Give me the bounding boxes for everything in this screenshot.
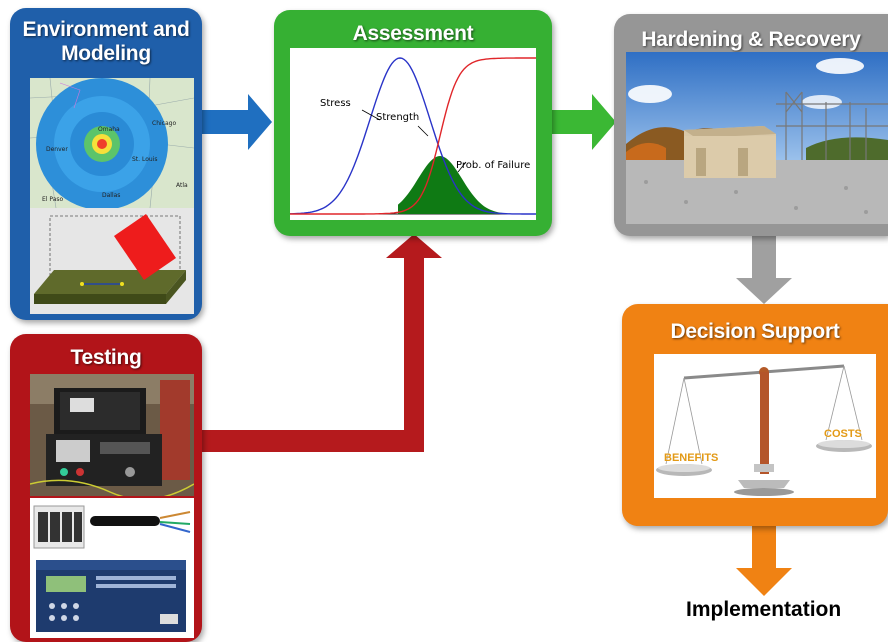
assessment-title: Assessment	[352, 22, 474, 45]
red-arrow	[196, 234, 442, 452]
emp-map	[30, 78, 194, 208]
testing-title: Testing	[70, 346, 142, 369]
substation-photo	[626, 52, 888, 224]
emp-map-panel: Omaha Chicago Denver St. Louis Atla El P…	[30, 78, 194, 208]
assessment-box: Assessment Stress Strength Prob. of Fail…	[274, 10, 552, 236]
substation-illustration	[626, 52, 888, 224]
assessment-chart-panel: Stress Strength Prob. of Failure	[290, 48, 536, 220]
decision-support-box: Decision Support BENEFITS COSTS	[622, 304, 888, 526]
city-denver: Denver	[46, 146, 68, 153]
assessment-chart	[290, 57, 536, 215]
city-chicago: Chicago	[152, 120, 177, 127]
costs-label: COSTS	[824, 428, 862, 440]
green-arrow	[548, 94, 616, 150]
protection-devices-photo	[30, 498, 194, 638]
implementation-label: Implementation	[686, 598, 842, 621]
strength-curve	[290, 57, 536, 215]
balance-scale	[654, 354, 876, 498]
city-dallas: Dallas	[102, 192, 121, 199]
protection-devices	[30, 498, 194, 638]
hardening-recovery-box: Hardening & Recovery	[614, 14, 888, 236]
testing-box: Testing	[10, 334, 202, 642]
test-equipment	[30, 374, 194, 496]
test-equipment-photo	[30, 374, 194, 496]
environment-modeling-title: Environment and Modeling	[22, 18, 190, 65]
blue-arrow	[196, 94, 272, 150]
strength-label: Strength	[376, 112, 420, 123]
benefits-label: BENEFITS	[664, 452, 719, 464]
stress-curve	[290, 57, 536, 215]
emp-simulation	[30, 208, 194, 314]
balance-scale-photo: BENEFITS COSTS	[654, 354, 876, 498]
orange-arrow	[736, 526, 792, 596]
city-el-paso: El Paso	[42, 196, 64, 203]
city-atla: Atla	[176, 182, 188, 189]
stress-label: Stress	[320, 98, 351, 109]
failure-area	[398, 156, 526, 214]
prob-failure-label: Prob. of Failure	[456, 160, 531, 171]
hardening-recovery-title: Hardening & Recovery	[641, 28, 861, 51]
emp-simulation-panel	[30, 208, 194, 314]
environment-modeling-box: Environment and Modeling Omaha Chicago D…	[10, 8, 202, 320]
city-st-louis: St. Louis	[132, 156, 158, 163]
gray-arrow	[736, 236, 792, 304]
decision-support-title: Decision Support	[670, 320, 840, 343]
city-omaha: Omaha	[98, 126, 120, 133]
